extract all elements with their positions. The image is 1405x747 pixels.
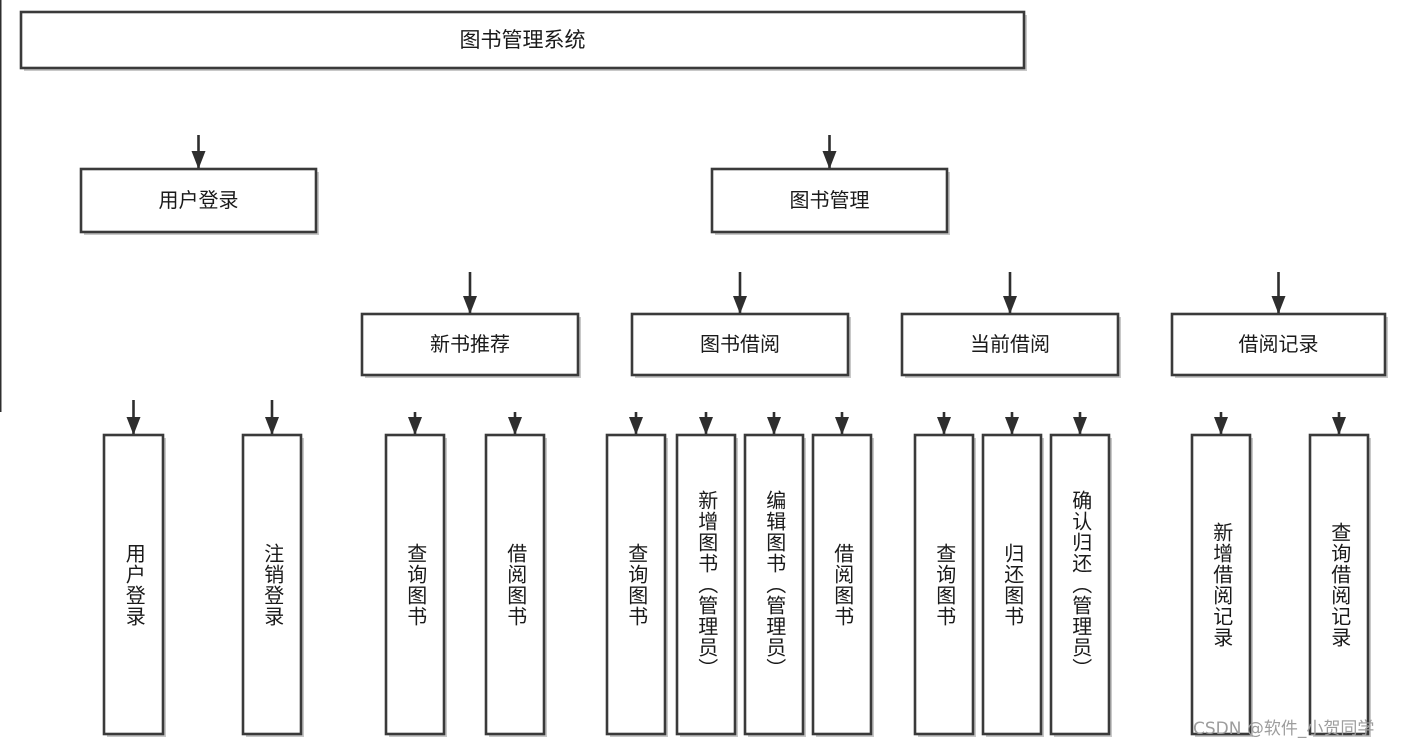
book-manage-arrow-0 bbox=[463, 296, 477, 314]
node-box-leaf-borrow-book-rec[interactable] bbox=[484, 433, 546, 736]
connectors-layer bbox=[0, 0, 1346, 435]
label-book-manage: 图书管理 bbox=[790, 188, 870, 212]
node-box-leaf-borrow-book[interactable] bbox=[811, 433, 873, 736]
label-current-borrow: 当前借阅 bbox=[970, 332, 1050, 356]
node-box-book-manage[interactable] bbox=[710, 167, 949, 234]
book-manage-arrow-1 bbox=[733, 296, 747, 314]
user-login-leaves-arrow-0 bbox=[126, 417, 141, 435]
current-borrow-leaves-arrow-2 bbox=[1073, 417, 1087, 435]
node-box-leaf-query-book-current[interactable] bbox=[913, 433, 975, 736]
node-box-leaf-query-book-rec[interactable] bbox=[384, 433, 446, 736]
borrow-record-leaves-arrow-1 bbox=[1332, 417, 1346, 435]
node-box-leaf-edit-book-admin[interactable] bbox=[743, 433, 805, 736]
book-manage-arrow-3 bbox=[1271, 296, 1286, 314]
book-manage-arrow-2 bbox=[1003, 296, 1017, 314]
node-box-leaf-user-logout[interactable] bbox=[241, 433, 303, 736]
node-box-book-borrow[interactable] bbox=[630, 312, 850, 377]
node-box-root[interactable] bbox=[19, 10, 1026, 70]
new-book-recommend-leaves-arrow-1 bbox=[508, 417, 522, 435]
new-book-recommend-leaves-arrow-0 bbox=[408, 417, 422, 435]
label-new-book-recommend: 新书推荐 bbox=[430, 332, 510, 356]
node-box-leaf-query-borrow-record[interactable] bbox=[1308, 433, 1370, 736]
node-box-new-book-recommend[interactable] bbox=[360, 312, 580, 377]
node-box-leaf-add-borrow-record[interactable] bbox=[1190, 433, 1252, 736]
current-borrow-leaves-arrow-1 bbox=[1005, 417, 1019, 435]
node-box-borrow-record[interactable] bbox=[1170, 312, 1387, 377]
node-box-leaf-query-book-borrow[interactable] bbox=[605, 433, 667, 736]
label-borrow-record: 借阅记录 bbox=[1239, 332, 1319, 356]
label-book-borrow: 图书借阅 bbox=[700, 332, 780, 356]
boxes-layer bbox=[19, 10, 1388, 737]
node-box-current-borrow[interactable] bbox=[900, 312, 1120, 377]
root-arrow-1 bbox=[822, 151, 837, 169]
node-box-leaf-return-book[interactable] bbox=[981, 433, 1043, 736]
node-box-leaf-add-book-admin[interactable] bbox=[675, 433, 737, 736]
book-borrow-leaves-arrow-1 bbox=[699, 417, 713, 435]
book-borrow-leaves-arrow-0 bbox=[629, 417, 643, 435]
book-borrow-leaves-arrow-3 bbox=[835, 417, 849, 435]
node-box-leaf-user-login[interactable] bbox=[102, 433, 165, 736]
root-arrow-0 bbox=[191, 151, 206, 169]
current-borrow-leaves-arrow-0 bbox=[937, 417, 951, 435]
label-root: 图书管理系统 bbox=[460, 28, 586, 52]
borrow-record-leaves-arrow-0 bbox=[1214, 417, 1228, 435]
label-user-login: 用户登录 bbox=[159, 188, 239, 212]
node-box-user-login[interactable] bbox=[79, 167, 318, 234]
node-box-leaf-confirm-return-admin[interactable] bbox=[1049, 433, 1111, 736]
user-login-leaves-arrow-1 bbox=[265, 417, 279, 435]
book-borrow-leaves-arrow-2 bbox=[767, 417, 781, 435]
